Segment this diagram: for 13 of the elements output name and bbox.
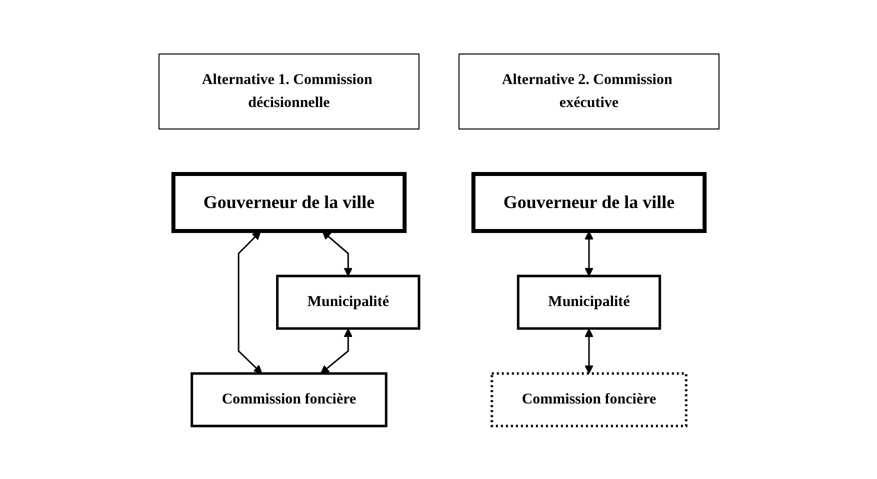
arrow [320, 328, 352, 374]
node-box: Commission foncière [190, 372, 387, 427]
node-box: Alternative 1. Commission décisionnelle [158, 53, 419, 129]
arrow [584, 328, 593, 374]
node-box: Commission foncière [490, 372, 687, 427]
node-box: Municipalité [276, 274, 420, 330]
arrow [237, 230, 262, 374]
node-box: Gouverneur de la ville [170, 172, 406, 232]
arrow [321, 230, 352, 276]
arrow [584, 230, 593, 276]
node-box: Alternative 2. Commission exécutive [458, 53, 719, 129]
node-box: Gouverneur de la ville [470, 172, 706, 232]
node-box: Municipalité [516, 274, 661, 330]
